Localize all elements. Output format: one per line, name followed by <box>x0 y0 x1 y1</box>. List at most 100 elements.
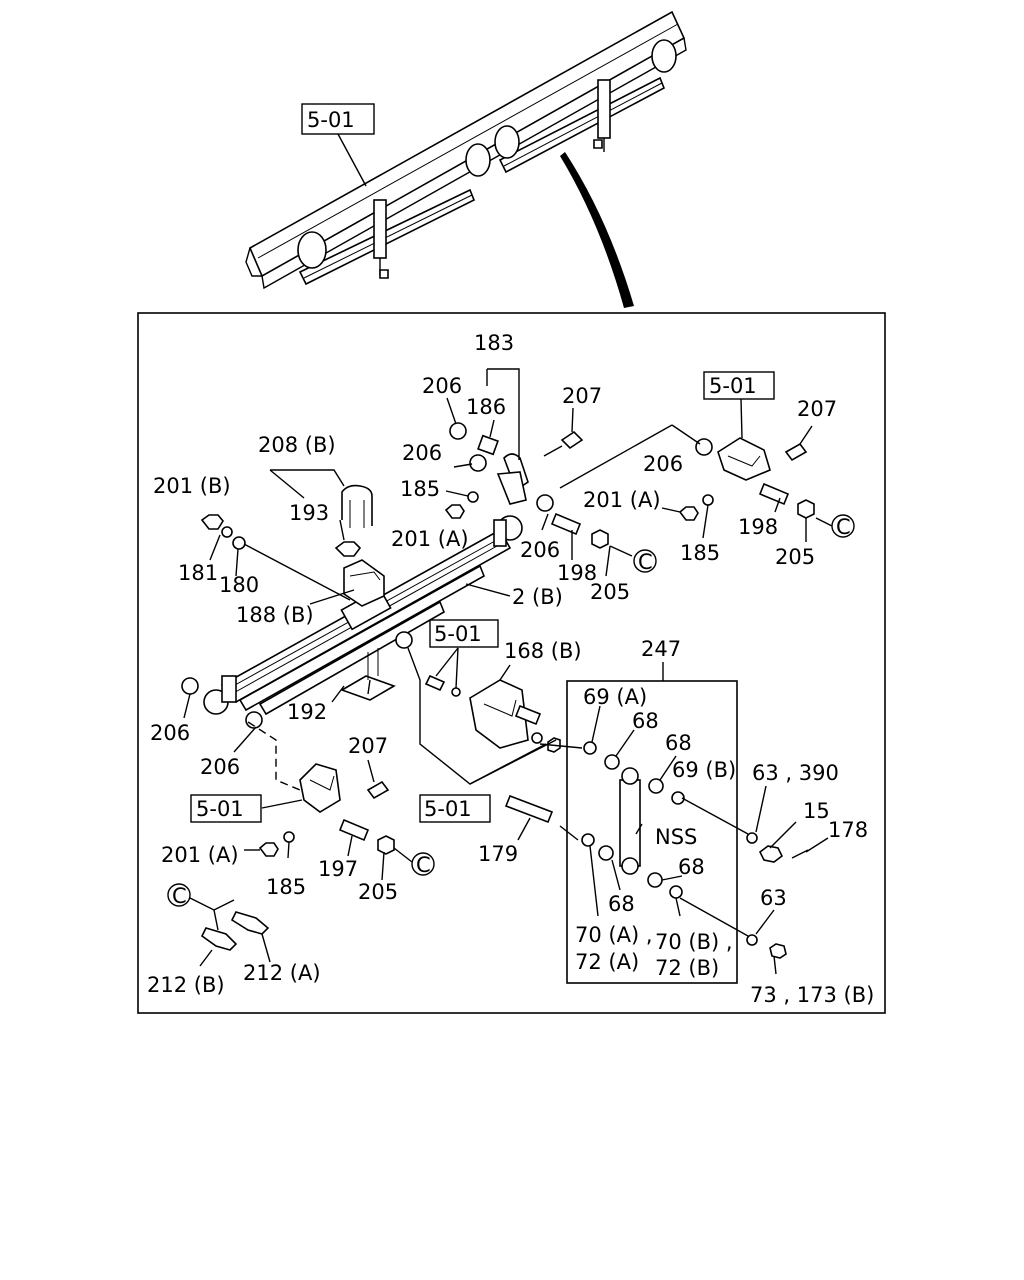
label-206: 206 <box>520 538 560 562</box>
label-63: 63 <box>760 886 787 910</box>
label-185: 185 <box>680 541 720 565</box>
stud-179 <box>504 794 554 824</box>
label-68: 68 <box>665 731 692 755</box>
washer-181 <box>221 526 233 538</box>
svg-text:C: C <box>836 515 851 539</box>
fitting-212b <box>200 927 238 951</box>
nut-201a-c <box>258 842 279 857</box>
bushing-206a <box>449 422 467 440</box>
label-181: 181 <box>178 561 218 585</box>
plate-192 <box>340 675 396 701</box>
label-207: 207 <box>562 384 602 408</box>
section-ref-boxes: 5-01 5-01 5-01 5-01 <box>190 371 775 823</box>
fitting-212a <box>230 911 270 935</box>
label-15: 15 <box>803 799 830 823</box>
label-179: 179 <box>478 842 518 866</box>
washer-185a <box>467 491 479 503</box>
bolt-207c <box>366 780 390 800</box>
spring-seat-188b <box>343 559 385 607</box>
bolt-207b <box>784 442 808 462</box>
svg-text:5-01: 5-01 <box>709 374 757 398</box>
svg-text:5-01: 5-01 <box>196 797 244 821</box>
label-206: 206 <box>150 721 190 745</box>
label-69a: 69 (A) <box>583 685 647 709</box>
label-68: 68 <box>678 855 705 879</box>
nut-201a-b <box>678 506 699 521</box>
washer-185b <box>702 494 714 506</box>
detail-frame <box>137 312 886 1014</box>
label-205: 205 <box>775 545 815 569</box>
leader-lines <box>183 368 833 975</box>
label-178: 178 <box>828 818 868 842</box>
zoom-pointer-arrow <box>560 152 634 308</box>
bolt-198a <box>550 512 582 536</box>
label-205: 205 <box>590 580 630 604</box>
bracket-left <box>181 677 395 857</box>
shock-absorber <box>581 741 685 899</box>
label-206: 206 <box>402 441 442 465</box>
washer-63 <box>746 934 758 946</box>
pin-178 <box>791 849 809 859</box>
label-192: 192 <box>287 700 327 724</box>
rubber-68b <box>648 778 664 794</box>
label-72b: 72 (B) <box>655 956 719 980</box>
label-185: 185 <box>266 875 306 899</box>
label-212a: 212 (A) <box>243 961 321 985</box>
bushing-206d <box>695 438 713 456</box>
washer-185c <box>283 831 295 843</box>
nut-201a-a <box>444 504 465 519</box>
connector-markers: C C C C <box>167 514 855 908</box>
bushing-70b <box>669 885 683 899</box>
bushing-206c <box>536 494 554 512</box>
label-206: 206 <box>200 755 240 779</box>
label-168b: 168 (B) <box>504 639 582 663</box>
label-68: 68 <box>608 892 635 916</box>
u-bolt-193 <box>334 484 373 557</box>
label-207: 207 <box>348 734 388 758</box>
label-198: 198 <box>557 561 597 585</box>
svg-text:C: C <box>638 550 653 574</box>
label-193: 193 <box>289 501 329 525</box>
part-labels: 183 206 186 207 206 185 201 (A) 206 198 … <box>147 331 874 1007</box>
bolt-198b <box>758 482 790 506</box>
bushing-70a <box>581 833 595 847</box>
label-198: 198 <box>738 515 778 539</box>
bolt-205a <box>591 529 609 549</box>
label-206: 206 <box>643 452 683 476</box>
label-201b: 201 (B) <box>153 474 231 498</box>
label-188b: 188 (B) <box>236 603 314 627</box>
nut-73 <box>769 943 787 959</box>
rubber-68d <box>647 872 663 888</box>
label-63-390: 63 , 390 <box>752 761 839 785</box>
shackle-183 <box>444 422 609 549</box>
frame-ref-label: 5-01 <box>307 108 355 132</box>
nut-201b <box>200 514 224 530</box>
label-180: 180 <box>219 573 259 597</box>
svg-text:5-01: 5-01 <box>434 622 482 646</box>
label-nss: NSS <box>655 825 697 849</box>
bracket-right <box>678 437 815 521</box>
bolt-205b <box>797 499 815 519</box>
washer-63-390 <box>746 832 758 844</box>
svg-text:C: C <box>172 884 187 908</box>
shock-bracket-168b <box>424 674 561 753</box>
frame-overview <box>245 10 687 290</box>
rubber-68a <box>604 754 620 770</box>
bolt-207a <box>560 430 584 450</box>
label-183: 183 <box>474 331 514 355</box>
pin-186 <box>477 434 499 456</box>
label-69b: 69 (B) <box>672 758 736 782</box>
label-207: 207 <box>797 397 837 421</box>
bolt-205c <box>377 835 395 855</box>
bolt-197 <box>338 818 370 842</box>
rubber-68c <box>598 845 614 861</box>
label-70b: 70 (B) , <box>655 930 733 954</box>
label-212b: 212 (B) <box>147 973 225 997</box>
label-68: 68 <box>632 709 659 733</box>
label-186: 186 <box>466 395 506 419</box>
label-73-173b: 73 , 173 (B) <box>750 983 874 1007</box>
bushing-69b <box>671 791 685 805</box>
label-197: 197 <box>318 857 358 881</box>
bushing-206e <box>181 677 199 695</box>
